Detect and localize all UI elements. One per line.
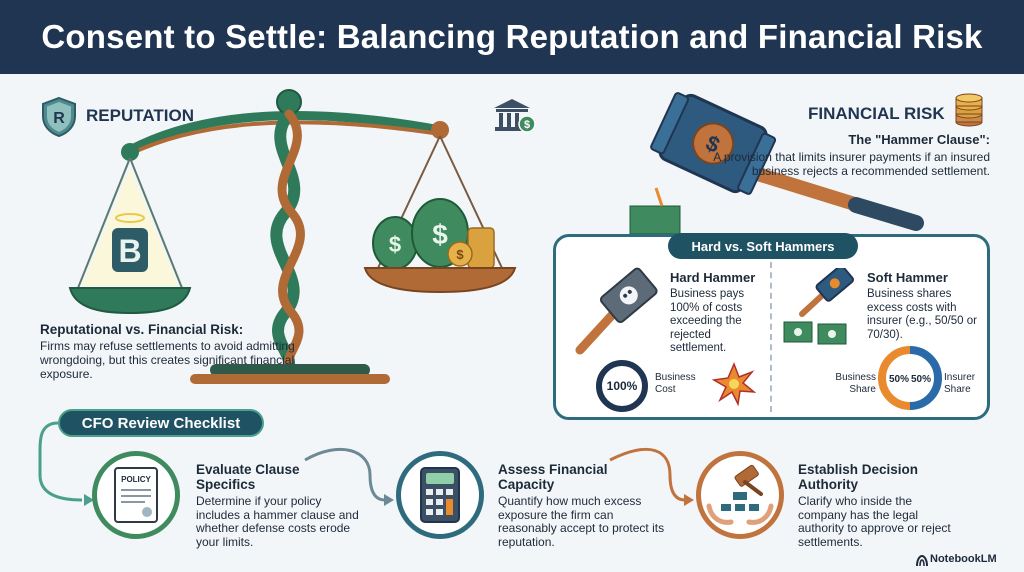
business-cost-ring: 100% (594, 358, 650, 414)
hard-percent: 100% (607, 379, 638, 393)
business-share-label: Business Share (835, 372, 876, 395)
financial-risk-label: FINANCIAL RISK (808, 104, 945, 123)
checklist-connector (0, 420, 1024, 572)
page-title: Consent to Settle: Balancing Reputation … (41, 18, 983, 55)
soft-hammer-description: Business shares excess costs with insure… (867, 288, 977, 341)
step-2-title: Assess Financial Capacity (498, 462, 608, 492)
policy-document-icon: POLICY (114, 467, 158, 523)
explosion-icon (711, 362, 757, 407)
hard-hammer-description: Business pays 100% of costs exceeding th… (670, 288, 745, 354)
hammer-clause-description: A provision that limits insurer payments… (713, 150, 990, 178)
svg-text:$: $ (432, 219, 448, 250)
insurer-share-percent: 50% (911, 374, 931, 385)
bank-icon: $ (492, 96, 536, 136)
checklist-header: CFO Review Checklist (58, 409, 264, 437)
step-1-circle: POLICY (92, 451, 180, 539)
step-3-circle (696, 451, 784, 539)
step-1-title: Evaluate Clause Specifics (196, 462, 300, 492)
svg-text:$: $ (456, 247, 464, 262)
balance-scale-illustration: B $ $ $ (60, 88, 530, 388)
soft-hammer-icon (780, 264, 864, 354)
reputation-description: Firms may refuse settlements to avoid ad… (40, 339, 295, 381)
step-2-description: Quantify how much excess exposure the fi… (498, 494, 665, 549)
step-2-circle (396, 451, 484, 539)
hammer-illustration: $ (626, 88, 926, 238)
svg-text:$: $ (389, 232, 401, 257)
policy-icon-text: POLICY (121, 475, 151, 484)
reputation-title: Reputational vs. Financial Risk: (40, 322, 244, 337)
svg-text:$: $ (524, 119, 530, 131)
gavel-hands-icon (706, 464, 774, 525)
business-share-percent: 50% (889, 374, 909, 385)
share-donut: 50% 50% (878, 346, 942, 410)
insurer-share-label: Insurer Share (944, 372, 976, 395)
step-3-description: Clarify who inside the company has the l… (798, 494, 951, 549)
reputation-label: REPUTATION (86, 106, 194, 125)
shield-icon: R (40, 96, 78, 138)
hard-hammer-title: Hard Hammer (670, 270, 756, 285)
panel-divider (770, 262, 772, 412)
footer-brand: NotebookLM (930, 553, 997, 565)
step-3-title: Establish Decision Authority (798, 462, 919, 492)
header-banner: Consent to Settle: Balancing Reputation … (0, 0, 1024, 74)
soft-hammer-title: Soft Hammer (867, 270, 948, 285)
coin-stack-icon (952, 92, 986, 128)
calculator-icon (420, 467, 460, 523)
hard-soft-header: Hard vs. Soft Hammers (668, 233, 858, 259)
shield-letter: R (53, 110, 65, 127)
notebooklm-logo-icon (916, 554, 928, 567)
step-1-description: Determine if your policy includes a hamm… (196, 494, 359, 549)
brand-letter: B (118, 233, 141, 269)
business-cost-label: Business Cost (655, 372, 696, 395)
hammer-clause-title: The "Hammer Clause": (848, 132, 990, 147)
hard-hammer-icon (568, 266, 664, 356)
